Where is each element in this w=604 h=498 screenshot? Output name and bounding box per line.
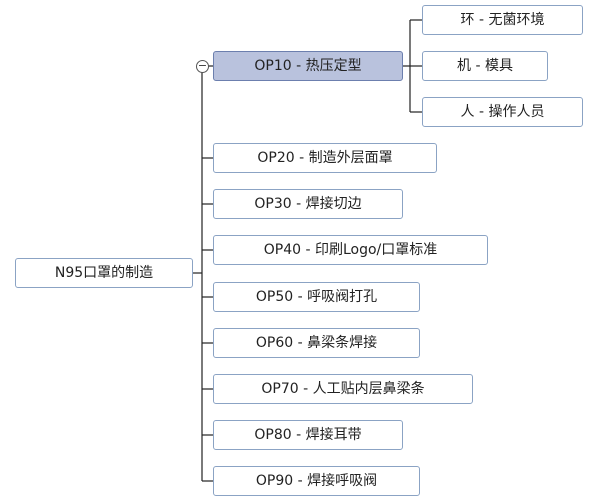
op30-node[interactable]: OP30 - 焊接切边 [213,189,403,219]
op60-node[interactable]: OP60 - 鼻梁条焊接 [213,328,420,358]
op10-child-person-node[interactable]: 人 - 操作人员 [422,97,583,127]
root-node[interactable]: N95口罩的制造 [15,258,193,288]
op10-node[interactable]: OP10 - 热压定型 [213,51,403,81]
op70-node[interactable]: OP70 - 人工贴内层鼻梁条 [213,374,473,404]
collapse-toggle-icon[interactable]: − [196,59,209,73]
op10-child-machine-node[interactable]: 机 - 模具 [422,51,548,81]
op40-node[interactable]: OP40 - 印刷Logo/口罩标准 [213,235,488,265]
op20-node[interactable]: OP20 - 制造外层面罩 [213,143,437,173]
op10-child-environment-node[interactable]: 环 - 无菌环境 [422,5,583,35]
op90-node[interactable]: OP90 - 焊接呼吸阀 [213,466,420,496]
op80-node[interactable]: OP80 - 焊接耳带 [213,420,403,450]
op50-node[interactable]: OP50 - 呼吸阀打孔 [213,282,420,312]
